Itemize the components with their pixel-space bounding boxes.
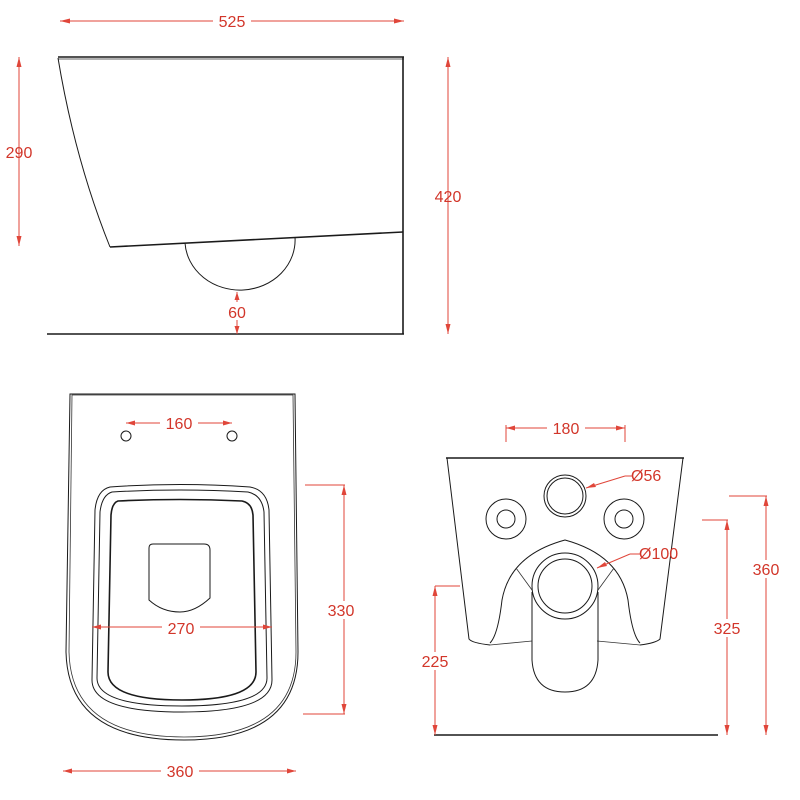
outlet-spigot bbox=[531, 592, 599, 693]
leader-inlet-56: Ø56 bbox=[585, 468, 661, 489]
dimension-overall-height-360: 360 bbox=[729, 495, 783, 735]
inlet-inner bbox=[546, 477, 584, 515]
dim-label-325: 325 bbox=[714, 621, 741, 638]
dimension-bowl-length-330: 330 bbox=[303, 484, 363, 715]
dimension-inlet-height-325: 325 bbox=[702, 519, 744, 735]
side-front-curve bbox=[57, 57, 111, 248]
dimension-bowl-width-270: 270 bbox=[92, 618, 272, 638]
seat-fixing-hole-right bbox=[226, 430, 238, 442]
dimension-length-525: 525 bbox=[60, 12, 404, 31]
seat-fixing-hole-left bbox=[120, 430, 132, 442]
dimension-height-290: 290 bbox=[6, 57, 33, 246]
dim-label-360-width: 360 bbox=[167, 764, 194, 781]
leader-outlet-100: Ø100 bbox=[596, 546, 678, 569]
dimension-width-360: 360 bbox=[63, 762, 296, 781]
dim-label-diameter-56: Ø56 bbox=[631, 468, 661, 485]
bowl-inner bbox=[107, 498, 257, 701]
dim-label-330: 330 bbox=[328, 603, 355, 620]
rear-body-right bbox=[639, 457, 684, 646]
dim-label-60: 60 bbox=[228, 305, 246, 322]
fixing-hole-left bbox=[496, 509, 516, 529]
fixing-boss-left bbox=[485, 498, 527, 540]
top-view: 160 270 330 360 bbox=[63, 393, 363, 781]
rear-body-left bbox=[446, 457, 491, 646]
fixing-boss-right bbox=[603, 498, 645, 540]
dim-label-525: 525 bbox=[219, 14, 246, 31]
dimension-height-420: 420 bbox=[435, 57, 462, 334]
dimension-clearance-60: 60 bbox=[225, 292, 251, 334]
dim-label-270: 270 bbox=[168, 621, 195, 638]
dim-label-290: 290 bbox=[6, 145, 33, 162]
outlet-semicircle bbox=[184, 236, 296, 291]
dimension-fixing-160: 160 bbox=[126, 414, 232, 433]
outlet-outer bbox=[531, 552, 599, 620]
fixing-hole-right bbox=[614, 509, 634, 529]
dim-label-225: 225 bbox=[422, 654, 449, 671]
bowl-outlet bbox=[148, 543, 211, 613]
dim-label-160: 160 bbox=[166, 416, 193, 433]
side-view: 525 290 420 60 bbox=[6, 12, 462, 335]
top-outer-body bbox=[65, 393, 299, 741]
dimension-outlet-height-225: 225 bbox=[418, 585, 460, 735]
outlet-housing-arch bbox=[489, 539, 641, 644]
outlet-inner bbox=[537, 558, 593, 614]
dim-label-180: 180 bbox=[553, 421, 580, 438]
dim-label-diameter-100: Ø100 bbox=[639, 546, 678, 563]
dim-label-360-height: 360 bbox=[753, 562, 780, 579]
bowl-rim-outer bbox=[91, 484, 273, 713]
dim-label-420: 420 bbox=[435, 189, 462, 206]
side-bottom-edge bbox=[109, 231, 404, 248]
rear-view: 180 Ø56 Ø100 225 bbox=[418, 419, 783, 736]
dimension-fixing-180: 180 bbox=[505, 419, 626, 442]
inlet-outer bbox=[543, 474, 587, 518]
